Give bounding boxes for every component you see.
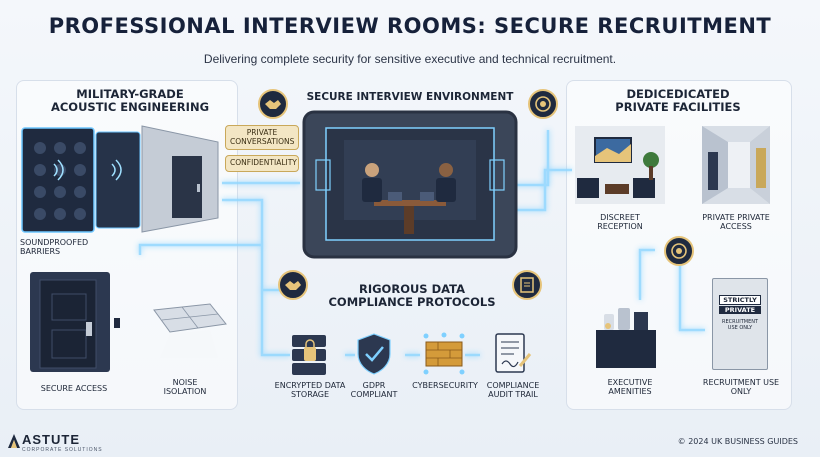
audit-trail-icon [495,333,532,373]
copyright-text: © 2024 UK BUSINESS GUIDES [677,437,798,446]
acoustic-title: MILITARY-GRADE ACOUSTIC ENGINEERING [50,87,210,115]
encrypted-storage-icon [292,335,326,375]
page-subtitle: Delivering complete security for sensiti… [203,52,617,66]
handshake-icon [258,89,288,119]
audit-trail-label: COMPLIANCE AUDIT TRAIL [486,381,540,400]
target-icon [528,89,558,119]
secure-access-label: SECURE ACCESS [40,384,108,393]
sign-recruitment: RECRUITMENT USE ONLY [721,319,759,331]
page-title: PROFESSIONAL INTERVIEW ROOMS: SECURE REC… [48,14,772,38]
facilities-target-icon [664,236,694,266]
private-access-label: PRIVATE PRIVATE ACCESS [702,213,770,232]
soundproof-panel-graphic [21,125,219,233]
logo-name: ASTUTE [22,432,80,447]
facilities-title: DEDICEDICATED PRIVATE FACILITIES [615,87,741,115]
logo-tagline: CORPORATE SOLUTIONS [22,447,103,453]
executive-amenities-label: EXECUTIVE AMENITIES [607,378,653,397]
sign-strictly: STRICTLY [719,295,761,305]
astute-logo-icon [8,434,20,448]
interview-room-graphic [302,110,518,259]
cybersecurity-firewall-icon [423,332,465,375]
noise-isolation-label: NOISE ISOLATION [163,378,207,397]
recruitment-use-label: RECRUITMENT USE ONLY [702,378,780,397]
soundproofed-barriers-label: SOUNDPROOFED BARRIERS [20,238,89,257]
compliance-title: RIGOROUS DATA COMPLIANCE PROTOCOLS [328,282,496,310]
discreet-reception-label: DISCREET RECEPTION [597,213,643,232]
secure-door-graphic [30,272,120,372]
handshake-icon-compliance [278,270,308,300]
reception-graphic [575,126,665,204]
sign-private: PRIVATE [719,306,761,314]
document-icon [512,270,542,300]
noise-isolation-graphic [153,303,227,358]
environment-title: SECURE INTERVIEW ENVIRONMENT [306,91,514,103]
private-corridor-graphic [702,126,770,204]
confidentiality-pill: CONFIDENTIALITY [225,155,299,172]
executive-amenities-graphic [596,308,656,368]
cybersecurity-label: CYBERSECURITY [412,381,478,390]
gdpr-shield-icon [357,333,391,375]
gdpr-compliant-label: GDPR COMPLIANT [350,381,398,400]
encrypted-storage-label: ENCRYPTED DATA STORAGE [274,381,346,400]
private-conversations-pill: PRIVATE CONVERSATIONS [225,125,299,151]
strictly-private-door: STRICTLY PRIVATE RECRUITMENT USE ONLY [712,278,768,370]
